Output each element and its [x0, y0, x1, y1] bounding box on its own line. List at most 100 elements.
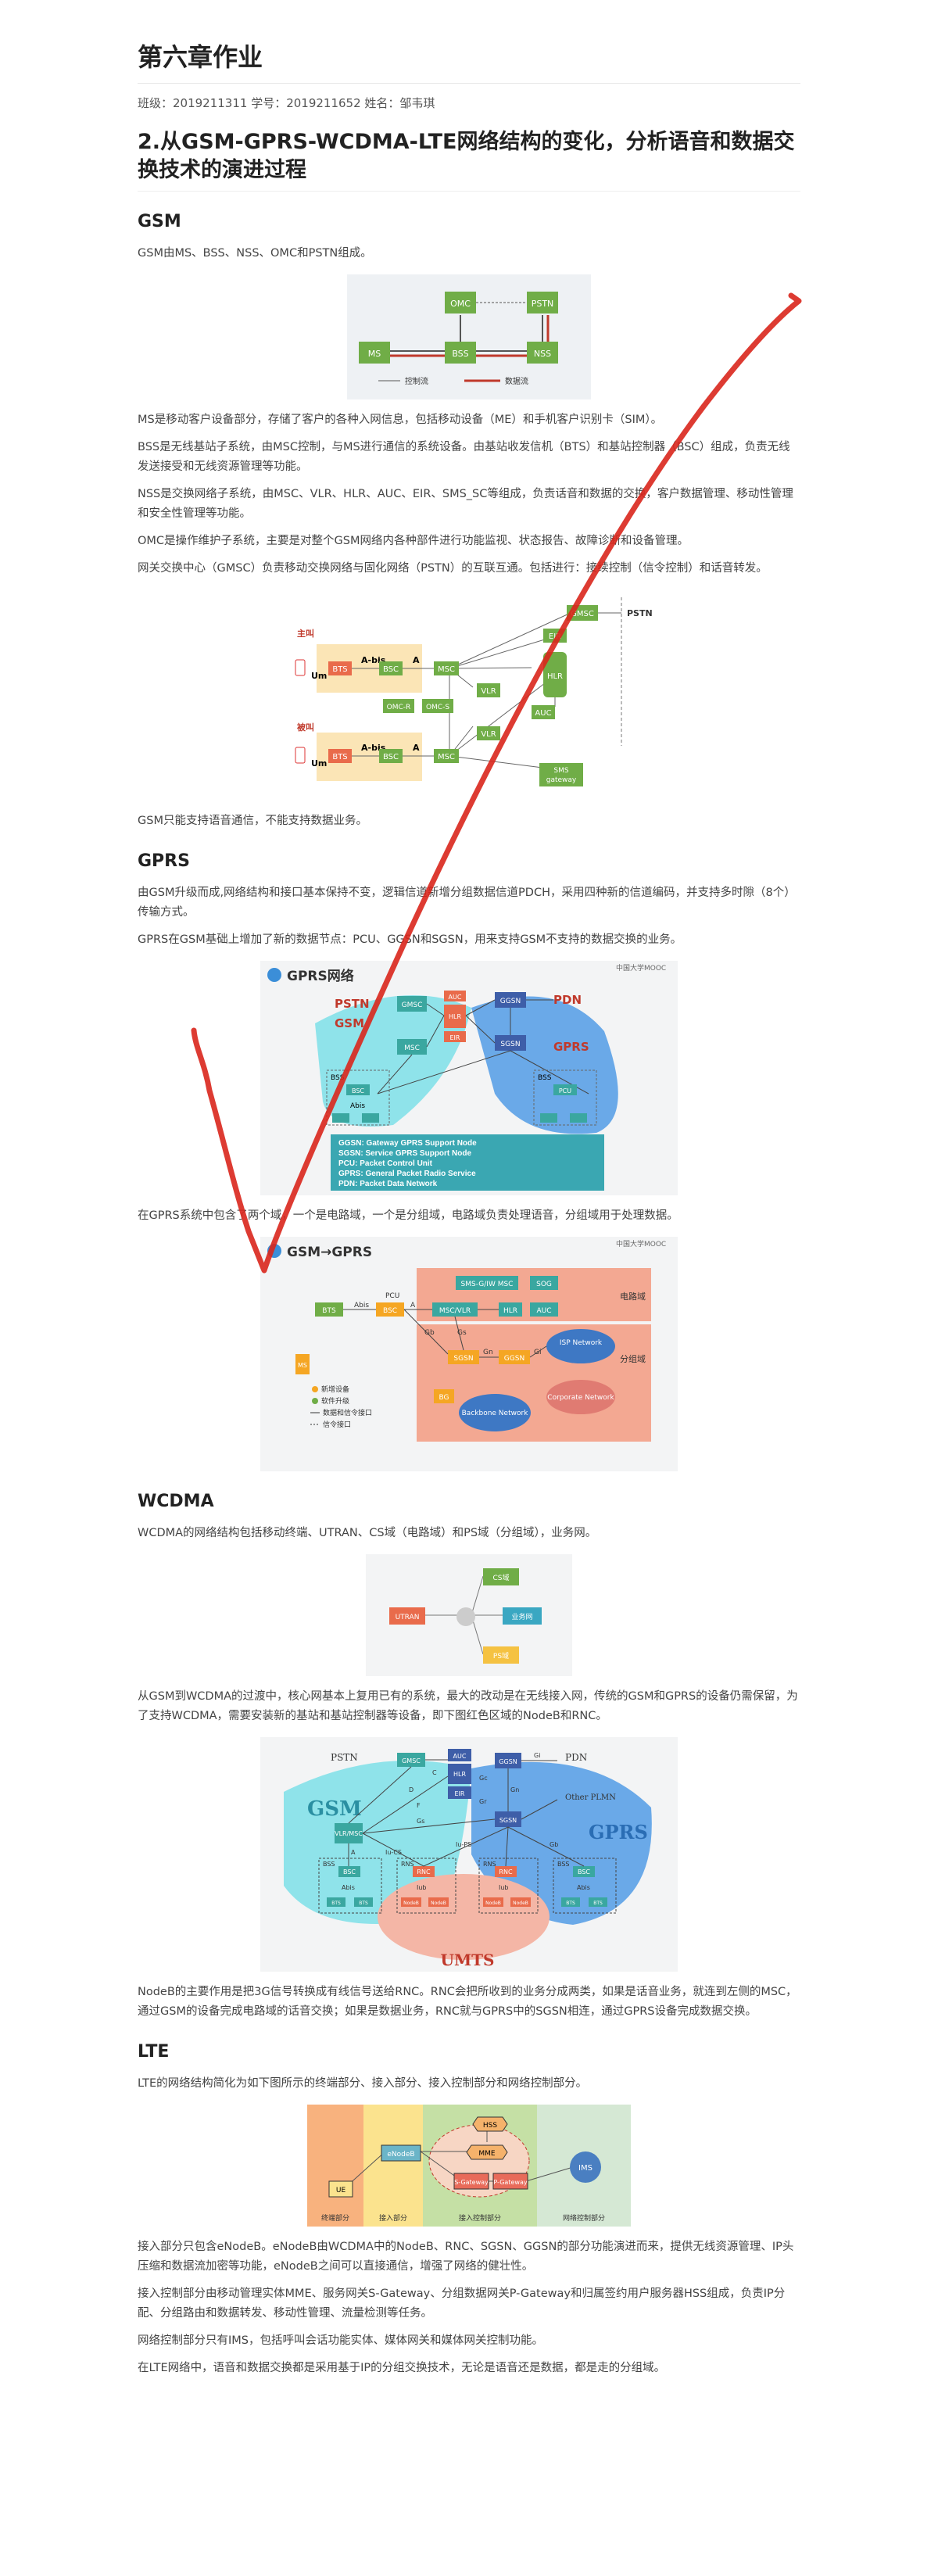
gsm-limitation-text: GSM只能支持语音通信，不能支持数据业务。	[138, 815, 367, 827]
svg-text:GSM→GPRS: GSM→GPRS	[287, 1245, 372, 1260]
svg-text:Abis: Abis	[354, 1302, 369, 1309]
svg-text:GGSN: GGSN	[504, 1355, 524, 1363]
ms-node: MS	[359, 342, 390, 364]
svg-text:SGSN: SGSN	[453, 1355, 473, 1363]
svg-text:MSC/VLR: MSC/VLR	[439, 1307, 471, 1315]
svg-text:Gn: Gn	[510, 1786, 519, 1793]
svg-text:Gi: Gi	[534, 1752, 540, 1759]
lte-access-control-text: 接入控制部分由移动管理实体MME、服务网关S-Gateway、分组数据网关P-G…	[138, 2288, 786, 2320]
gsm-nss-text: NSS是交换网络子系统，由MSC、VLR、HLR、AUC、EIR、SMS_SC等…	[138, 488, 793, 520]
svg-text:EIR: EIR	[549, 632, 561, 641]
svg-text:中国大学MOOC: 中国大学MOOC	[616, 1239, 666, 1249]
svg-text:RNC: RNC	[499, 1868, 513, 1876]
svg-text:PCU: PCU	[559, 1087, 571, 1095]
svg-text:PSTN: PSTN	[532, 299, 554, 309]
svg-text:NodeB: NodeB	[403, 1901, 419, 1906]
msc-node-1: MSC	[434, 661, 459, 675]
svg-text:D: D	[409, 1786, 414, 1793]
svg-text:SGSN: SGSN	[499, 1817, 517, 1824]
gprs-legend-new: 新增设备	[321, 1385, 349, 1394]
svg-text:Backbone Network: Backbone Network	[462, 1410, 529, 1417]
svg-text:Gc: Gc	[479, 1775, 488, 1782]
omcs-node: OMC-S	[422, 699, 453, 713]
svg-text:BSS: BSS	[331, 1074, 345, 1082]
lte-ip-text: 在LTE网络中，语音和数据交换都是采用基于IP的分组交换技术，无论是语音还是数据…	[138, 2362, 666, 2374]
svg-text:NSS: NSS	[534, 349, 551, 359]
gprs-upgrade-text: 由GSM升级而成,网络结构和接口基本保持不变，逻辑信道新增分组数据信道PDCH，…	[138, 887, 796, 919]
svg-text:GMSC: GMSC	[402, 1757, 421, 1765]
svg-text:VLR: VLR	[481, 730, 496, 739]
svg-text:Gs: Gs	[417, 1818, 424, 1825]
svg-text:EIR: EIR	[455, 1790, 465, 1797]
svg-text:主叫: 主叫	[297, 628, 314, 639]
svg-text:Um: Um	[311, 758, 327, 769]
svg-text:HLR: HLR	[547, 672, 563, 681]
document-page: 第六章作业 班级：2019211311 学号：2019211652 姓名：邹韦琪…	[138, 0, 800, 2386]
lte-ims-text: 网络控制部分只有IMS，包括呼叫会话功能实体、媒体网关和媒体网关控制功能。	[138, 2334, 543, 2347]
gprs-legend-signal: 信令接口	[323, 1420, 351, 1429]
svg-text:接入控制部分: 接入控制部分	[459, 2213, 501, 2223]
svg-text:BSC: BSC	[383, 1307, 397, 1315]
svg-text:UTRAN: UTRAN	[396, 1614, 420, 1621]
svg-text:RNC: RNC	[417, 1868, 431, 1876]
legend-data: 数据流	[505, 376, 528, 386]
wcdma-structure-diagram: UTRAN CS域 业务网 PS域	[366, 1554, 572, 1676]
svg-text:BSS: BSS	[538, 1074, 552, 1082]
svg-text:SOG: SOG	[536, 1281, 552, 1288]
omc-node: OMC	[445, 292, 476, 313]
svg-text:Corporate Network: Corporate Network	[547, 1394, 614, 1402]
gsm-gmsc-text: 网关交换中心（GMSC）负责移动交换网络与固化网络（PSTN）的互联互通。包括进…	[138, 562, 768, 575]
svg-text:GMSC: GMSC	[571, 610, 594, 618]
svg-text:GPRS网络: GPRS网络	[287, 968, 354, 984]
gprs-nodes-text: GPRS在GSM基础上增加了新的数据节点：PCU、GGSN和SGSN，用来支持G…	[138, 933, 682, 946]
svg-text:OMC-S: OMC-S	[426, 704, 449, 711]
svg-text:BSS: BSS	[323, 1861, 335, 1868]
wcdma-nodeb-rnc-text: NodeB的主要作用是把3G信号转换成有线信号送给RNC。RNC会把所收到的业务…	[138, 1986, 797, 2018]
gsm-intro: GSM由MS、BSS、NSS、OMC和PSTN组成。	[138, 247, 372, 260]
svg-text:中国大学MOOC: 中国大学MOOC	[616, 963, 666, 973]
svg-text:OMC: OMC	[450, 299, 471, 309]
svg-text:Other PLMN: Other PLMN	[565, 1793, 616, 1802]
svg-text:VLR: VLR	[481, 687, 496, 696]
svg-text:GPRS: GPRS	[553, 1040, 589, 1054]
gprs-legend-5: PDN: Packet Data Network	[338, 1180, 438, 1188]
svg-text:MSC: MSC	[438, 753, 455, 761]
svg-text:gateway: gateway	[546, 776, 577, 784]
lte-structure-text: LTE的网络结构简化为如下图所示的终端部分、接入部分、接入控制部分和网络控制部分…	[138, 2077, 588, 2090]
svg-text:HLR: HLR	[453, 1771, 466, 1778]
svg-text:AUC: AUC	[536, 1307, 551, 1315]
svg-text:Gn: Gn	[483, 1349, 493, 1356]
svg-text:RNS: RNS	[483, 1861, 496, 1868]
svg-text:C: C	[432, 1769, 437, 1776]
bts-node-2: BTS	[328, 749, 352, 763]
svg-text:A: A	[413, 743, 420, 753]
svg-text:AUC: AUC	[453, 1753, 467, 1760]
svg-text:BSS: BSS	[452, 349, 468, 359]
svg-text:Abis: Abis	[342, 1884, 355, 1891]
svg-text:BSC: BSC	[343, 1868, 356, 1876]
gsm-to-gprs-diagram: GSM→GPRS 中国大学MOOC 电路域 分组域 SMS-G/IW MSC S…	[260, 1237, 678, 1471]
svg-text:Iu-CS: Iu-CS	[385, 1849, 402, 1856]
student-info: 班级：2019211311 学号：2019211652 姓名：邹韦琪	[138, 96, 435, 110]
question-heading: 2.从GSM-GPRS-WCDMA-LTE网络结构的变化，分析语音和数据交换技术…	[138, 128, 800, 192]
bts-node-1: BTS	[328, 661, 352, 675]
bsc-node-2: BSC	[379, 749, 403, 763]
svg-text:BTS: BTS	[332, 753, 347, 761]
svg-text:BSC: BSC	[578, 1868, 590, 1876]
svg-text:被叫: 被叫	[297, 722, 314, 733]
svg-text:MSC: MSC	[404, 1044, 420, 1052]
svg-text:IMS: IMS	[578, 2164, 593, 2173]
svg-text:PSTN: PSTN	[627, 608, 653, 618]
svg-text:Abis: Abis	[577, 1884, 590, 1891]
svg-text:BSC: BSC	[352, 1087, 364, 1095]
gprs-network-diagram: GPRS网络 中国大学MOOC PSTN GSM PDN GPRS GMSC M…	[260, 961, 678, 1195]
wcdma-transition-text: 从GSM到WCDMA的过渡中，核心网基本上复用已有的系统，最大的改动是在无线接入…	[138, 1690, 798, 1722]
gprs-domains-text: 在GPRS系统中包含了两个域，一个是电路域，一个是分组域，电路域负责处理语音，分…	[138, 1209, 678, 1222]
svg-text:MS: MS	[368, 349, 381, 359]
svg-text:BSS: BSS	[557, 1861, 570, 1868]
gprs-legend-1: GGSN: Gateway GPRS Support Node	[338, 1139, 477, 1148]
svg-text:NodeB: NodeB	[513, 1901, 528, 1906]
gsm-structure-diagram: OMC PSTN MS BSS NSS 控制流 数据流	[347, 274, 591, 399]
svg-text:A: A	[413, 655, 420, 665]
svg-text:Gb: Gb	[550, 1841, 558, 1848]
